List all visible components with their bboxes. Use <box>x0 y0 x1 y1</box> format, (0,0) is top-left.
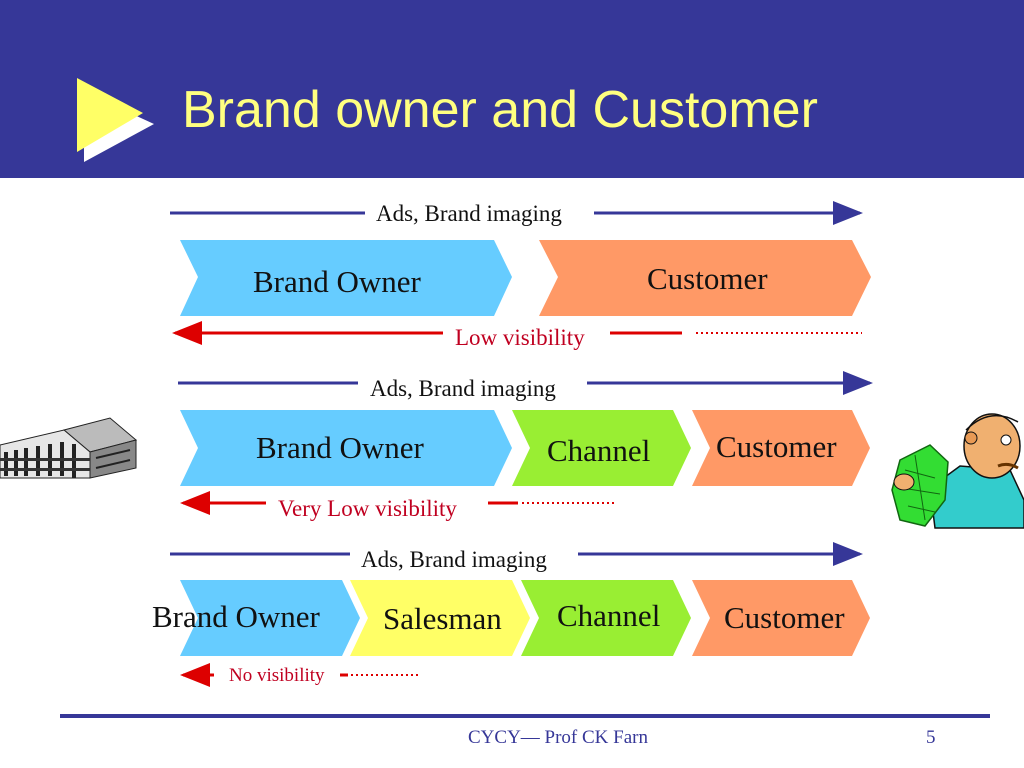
chevron-label-brand-owner: Brand Owner <box>253 264 421 299</box>
title-banner <box>0 0 1024 178</box>
chevron-channel <box>521 580 691 656</box>
chevron-brand-owner <box>180 240 512 316</box>
chevron-label-customer: Customer <box>716 429 837 464</box>
ads-brand-imaging-label: Ads, Brand imaging <box>361 547 547 572</box>
play-triangle-icon <box>77 78 154 162</box>
footer-author: CYCY— Prof CK Farn <box>468 727 648 748</box>
chevron-salesman <box>350 580 530 656</box>
chevron-customer <box>692 410 870 486</box>
chevron-channel <box>512 410 691 486</box>
slide-title: Brand owner and Customer <box>182 81 818 139</box>
chevron-brand-owner <box>180 580 360 656</box>
chevron-label-brand-owner: Brand Owner <box>256 430 424 465</box>
chevron-label-channel: Channel <box>547 433 651 468</box>
customer-with-money-icon <box>891 413 1024 529</box>
chevron-customer <box>692 580 870 656</box>
chevron-brand-owner <box>180 410 512 486</box>
visibility-label: Low visibility <box>455 325 585 350</box>
chevron-label-customer: Customer <box>724 600 845 635</box>
chevron-label-brand-owner: Brand Owner <box>152 599 320 634</box>
visibility-label: Very Low visibility <box>278 496 457 521</box>
ads-brand-imaging-label: Ads, Brand imaging <box>370 376 556 401</box>
ads-brand-imaging-label: Ads, Brand imaging <box>376 201 562 226</box>
factory-building-icon <box>0 417 138 479</box>
chevron-label-customer: Customer <box>647 261 768 296</box>
chevron-label-salesman: Salesman <box>383 601 502 636</box>
chevron-label-channel: Channel <box>557 598 661 633</box>
page-number: 5 <box>926 727 936 748</box>
chevron-customer <box>539 240 871 316</box>
visibility-label: No visibility <box>229 665 325 686</box>
